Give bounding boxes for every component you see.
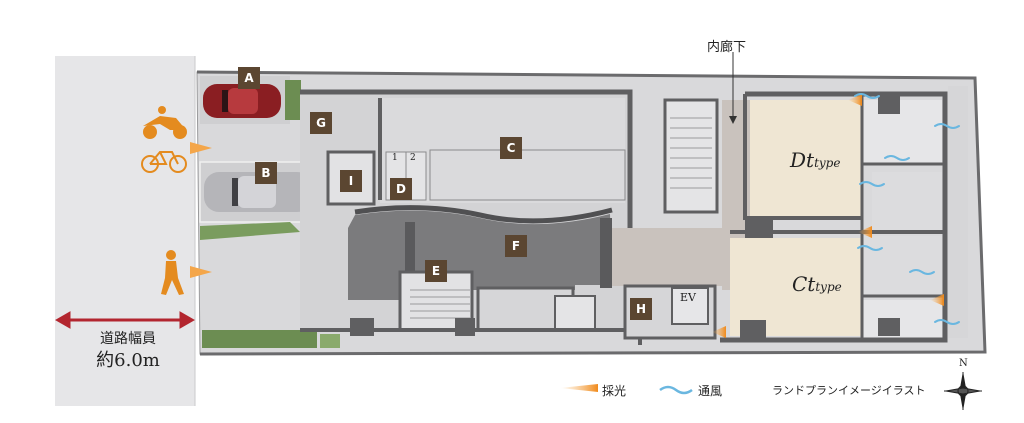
car-red [203,84,281,118]
pedestrian-icon [161,250,184,295]
legend-light-label: 採光 [602,384,627,398]
motorcycle-icon [143,106,187,139]
planting [285,80,301,120]
area-label-a: A [238,67,260,89]
area-label-b: B [255,162,277,184]
slot-1-label: 1 [392,153,398,163]
unit-dt [750,100,862,218]
wind-legend-icon [659,385,693,395]
compass-north-label: N [959,358,968,369]
unit-ct-label: Cttype [792,272,842,296]
elevator-label: EV [680,291,696,304]
legend-note: ランドプランイメージイラスト [772,384,926,397]
light-legend-icon [560,384,598,392]
area-label-e: E [425,260,447,282]
unit-dt-main: Dt [790,148,815,172]
area-label-c: C [500,137,522,159]
unit-dt-label: Dttype [790,148,840,172]
unit-ct-sub: type [815,280,842,294]
unit-dt-sub: type [814,156,841,170]
hall [612,228,722,286]
area-label-i: I [340,170,362,192]
compass-icon [944,372,982,410]
road-width-label: 道路幅員 [100,331,156,347]
entry-arrows [190,142,212,278]
road [55,56,195,406]
unit-ct-main: Ct [792,272,816,296]
bicycle-icon [141,151,187,173]
area-label-g: G [310,112,332,134]
legend-wind-label: 通風 [698,384,723,398]
area-label-d: D [390,178,412,200]
area-label-h: H [630,298,652,320]
road-width-arrow [54,311,196,329]
unit-ct [730,238,862,336]
slot-2-label: 2 [410,153,416,163]
car-silver [204,172,312,212]
corridor-label: 内廊下 [707,40,747,55]
area-label-f: F [505,235,527,257]
road-width-value: 約6.0m [96,350,160,371]
